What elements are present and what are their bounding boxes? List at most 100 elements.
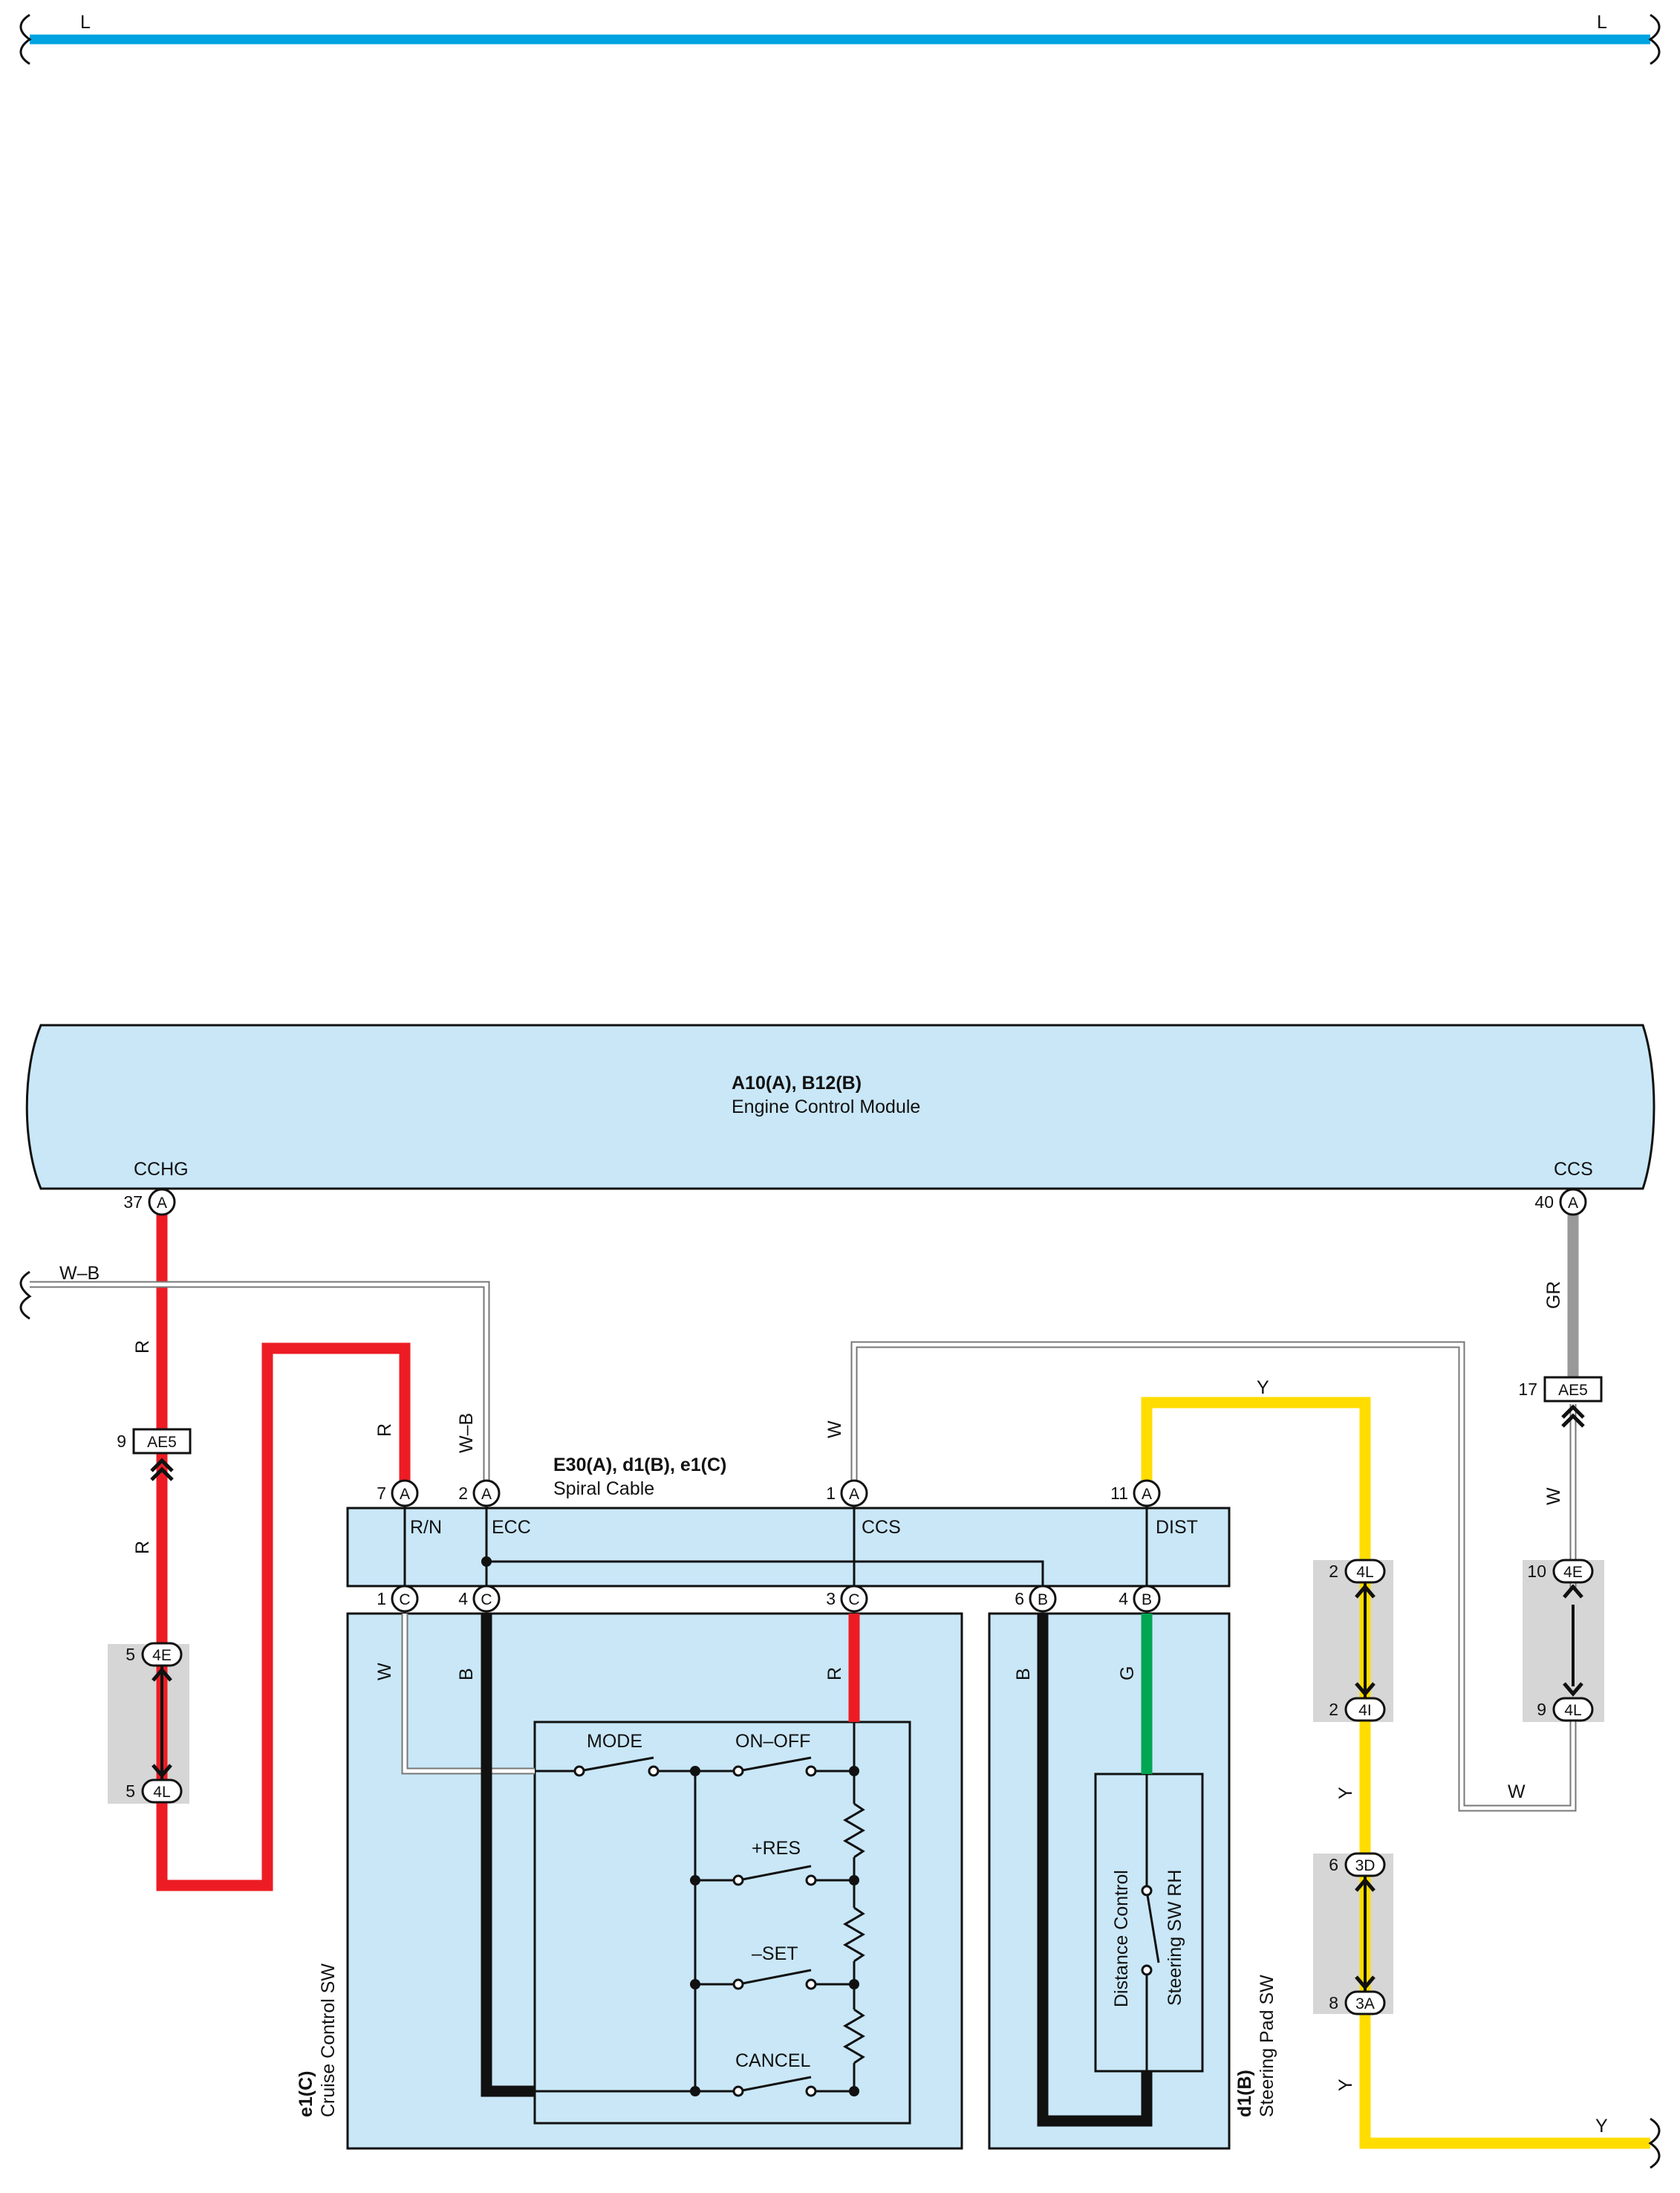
wire-label-w-sw: W (374, 1663, 395, 1680)
ecm-pin-cchg-name: CCHG (134, 1159, 189, 1180)
switch-junction-dots (690, 1766, 859, 2096)
spiral-bot-pin-2-conn: C (481, 1591, 492, 1608)
switch-internals (535, 1722, 865, 2093)
switch-contacts (573, 1765, 817, 2097)
spiral-bot-pin-1-conn: C (399, 1591, 410, 1608)
jn-left-bot-num: 5 (126, 1781, 135, 1801)
switch-cancel-label: CANCEL (735, 2050, 811, 2071)
wire-red-loop (156, 1342, 411, 1891)
spiral-pin-dist-name: DIST (1156, 1517, 1198, 1538)
jn-r2-top-code: 4E (1563, 1564, 1583, 1581)
jn-r1-top-code: 4L (1356, 1564, 1373, 1581)
bus-left-label: L (80, 12, 91, 33)
jn-left-top-code: 4E (152, 1647, 172, 1664)
junction-left-box (108, 1644, 189, 1804)
ae5-left-connector (132, 1428, 192, 1481)
wire-label-r3: R (374, 1423, 395, 1437)
ae5-right-code: AE5 (1558, 1382, 1588, 1399)
jn-r3-top-code: 3D (1355, 1857, 1375, 1874)
wire-label-w-ccs: W (824, 1420, 845, 1438)
bus-right-label: L (1597, 12, 1607, 33)
jn-r1-bot-num: 2 (1329, 1700, 1338, 1719)
spiral-top-pin-3-num: 1 (826, 1484, 836, 1503)
spiral-bot-pin-3-num: 3 (826, 1589, 836, 1608)
ae5-right-num: 17 (1518, 1380, 1537, 1399)
wire-label-gr: GR (1543, 1281, 1564, 1310)
wire-label-r1: R (132, 1340, 153, 1354)
junction-pills (141, 1559, 1594, 2015)
wire-black-d1 (1037, 1614, 1153, 2127)
jn-left-bot-code: 4L (153, 1784, 170, 1801)
top-bus: L L (19, 12, 1661, 65)
spiral-top-pin-2-conn: A (481, 1486, 492, 1503)
ecm-code: A10(A), B12(B) (732, 1073, 862, 1094)
wire-yellow (1141, 1397, 1650, 2149)
wire-label-g-d1: G (1117, 1666, 1138, 1680)
spiral-bot-pin-5-num: 4 (1119, 1589, 1128, 1608)
spiral-pin-ccs-name: CCS (862, 1517, 901, 1538)
ecm-pin-ccs-name: CCS (1554, 1159, 1593, 1180)
wire-black-sw (481, 1614, 535, 2097)
jn-r2-bot-code: 4L (1564, 1702, 1581, 1719)
wire-label-y-top: Y (1257, 1377, 1269, 1398)
switch-mode-label: MODE (587, 1731, 642, 1752)
spiral-bot-pin-2-num: 4 (458, 1589, 468, 1608)
wire-label-r-sw: R (824, 1667, 845, 1680)
wire-label-wb-in: W–B (59, 1263, 100, 1284)
ae5-left-code: AE5 (147, 1434, 177, 1451)
jn-r1-bot-code: 4I (1358, 1702, 1372, 1719)
spiral-cable-box (346, 1507, 1231, 1588)
distance-control-label: Distance Control (1111, 1870, 1132, 2007)
wire-label-w-bottom: W (1508, 1781, 1526, 1802)
ecm-pin-40-conn: A (1568, 1195, 1578, 1212)
spiral-top-pin-3-conn: A (849, 1486, 859, 1503)
spiral-cable-code: E30(A), d1(B), e1(C) (553, 1455, 726, 1475)
spiral-cable-name: Spiral Cable (553, 1478, 654, 1499)
steering-pad-code: d1(B) (1234, 2070, 1255, 2117)
cruise-sw-name: Cruise Control SW (318, 1963, 339, 2117)
wire-label-w-right: W (1543, 1487, 1564, 1505)
wire-label-b-d1: B (1013, 1668, 1034, 1680)
wire-label-r2: R (132, 1541, 153, 1554)
spiral-top-pin-2-num: 2 (458, 1484, 468, 1503)
wires (19, 1202, 1661, 2169)
junction-arrows (152, 1584, 1583, 1990)
steering-sw-rh-label: Steering SW RH (1165, 1870, 1185, 2006)
spiral-pin-rn-name: R/N (410, 1517, 442, 1538)
junction-right2-box (1523, 1560, 1604, 1722)
spiral-top-pin-1-num: 7 (377, 1484, 386, 1503)
jn-r3-bot-num: 8 (1329, 1993, 1338, 2012)
engine-control-module: A10(A), B12(B) Engine Control Module CCH… (25, 1024, 1655, 1190)
ecm-pin-37-num: 37 (123, 1192, 143, 1212)
spiral-pin-ecc-name: ECC (492, 1517, 531, 1538)
wire-label-y-bottom: Y (1595, 2116, 1608, 2137)
ecm-pin-40-num: 40 (1534, 1192, 1554, 1212)
spiral-bot-pin-4-num: 6 (1015, 1589, 1024, 1608)
jn-r2-bot-num: 9 (1537, 1700, 1546, 1719)
pin-circles (148, 1188, 1587, 1613)
junction-right3-box (1313, 1854, 1393, 2014)
spiral-bot-pin-5-conn: B (1142, 1591, 1152, 1608)
ecm-pin-37-conn: A (157, 1195, 167, 1212)
wire-label-y-low: Y (1335, 2079, 1356, 2091)
wire-label-y-mid: Y (1335, 1787, 1356, 1799)
distance-control-inner-box (1094, 1773, 1204, 2073)
steering-pad-name: Steering Pad SW (1257, 1975, 1277, 2117)
switch-set-label: –SET (752, 1943, 798, 1964)
spiral-top-pin-4-conn: A (1142, 1486, 1152, 1503)
jn-r3-bot-code: 3A (1355, 1995, 1375, 2012)
cruise-sw-code: e1(C) (296, 2070, 316, 2117)
jn-r1-top-num: 2 (1329, 1562, 1338, 1581)
junction-links (160, 1582, 1367, 1993)
ae5-left-num: 9 (117, 1432, 126, 1451)
wire-wb (30, 1281, 490, 1493)
steering-pad-internals (1141, 1774, 1160, 2071)
spiral-top-pin-1-conn: A (400, 1486, 410, 1503)
switch-onoff-label: ON–OFF (735, 1731, 810, 1752)
jn-left-top-num: 5 (126, 1645, 135, 1664)
spiral-bot-pin-4-conn: B (1038, 1591, 1048, 1608)
jn-r3-top-num: 6 (1329, 1855, 1338, 1874)
switch-res-label: +RES (752, 1838, 801, 1859)
spiral-bot-pin-1-num: 1 (377, 1589, 386, 1608)
